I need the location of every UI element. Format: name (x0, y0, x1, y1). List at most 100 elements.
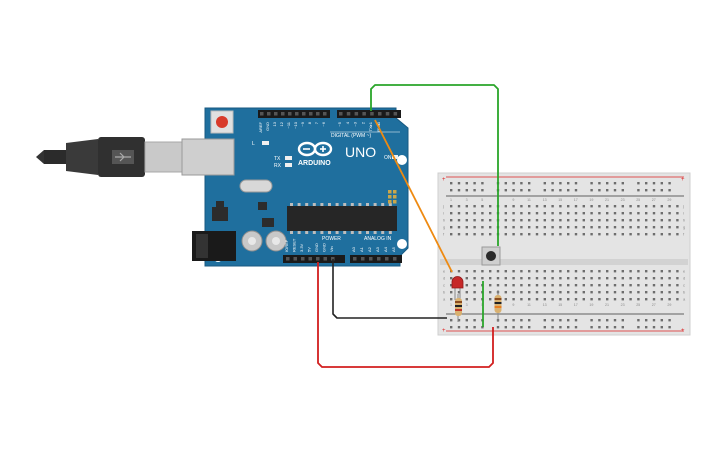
breadboard-hole[interactable] (489, 298, 492, 301)
breadboard-hole[interactable] (582, 219, 585, 222)
header-pin-hole[interactable] (309, 112, 313, 116)
breadboard-hole[interactable] (590, 319, 593, 322)
breadboard-hole[interactable] (621, 291, 624, 294)
breadboard-hole[interactable] (457, 319, 461, 322)
breadboard-hole[interactable] (520, 212, 523, 215)
header-pin-hole[interactable] (288, 112, 292, 116)
breadboard-hole[interactable] (637, 226, 640, 229)
breadboard-hole[interactable] (652, 226, 656, 229)
breadboard-hole[interactable] (520, 277, 523, 280)
breadboard-hole[interactable] (613, 270, 617, 273)
breadboard-hole[interactable] (496, 326, 500, 329)
breadboard-hole[interactable] (465, 182, 468, 185)
breadboard-hole[interactable] (520, 291, 523, 294)
wire-green-pin-to-button[interactable] (370, 84, 499, 246)
breadboard-hole[interactable] (668, 326, 671, 329)
breadboard-hole[interactable] (652, 291, 656, 294)
breadboard-hole[interactable] (652, 298, 656, 301)
breadboard-hole[interactable] (559, 205, 562, 208)
breadboard-hole[interactable] (598, 270, 601, 273)
breadboard-hole[interactable] (660, 233, 663, 236)
breadboard-hole[interactable] (645, 226, 648, 229)
breadboard-hole[interactable] (637, 182, 640, 185)
breadboard-hole[interactable] (450, 319, 453, 322)
breadboard-hole[interactable] (559, 219, 562, 222)
breadboard-hole[interactable] (574, 226, 578, 229)
breadboard-hole[interactable] (668, 277, 671, 280)
resistor-button[interactable] (494, 290, 502, 322)
breadboard-hole[interactable] (613, 284, 617, 287)
breadboard-hole[interactable] (598, 219, 601, 222)
header-pin-hole[interactable] (377, 257, 381, 261)
header-pin-hole[interactable] (295, 112, 299, 116)
header-pin-hole[interactable] (369, 257, 373, 261)
breadboard-hole[interactable] (613, 291, 617, 294)
breadboard-hole[interactable] (457, 219, 461, 222)
breadboard-hole[interactable] (567, 212, 570, 215)
breadboard-hole[interactable] (606, 189, 609, 192)
header-pin-hole[interactable] (346, 112, 351, 116)
breadboard-hole[interactable] (637, 284, 640, 287)
breadboard-hole[interactable] (567, 226, 570, 229)
breadboard-hole[interactable] (465, 233, 468, 236)
breadboard-hole[interactable] (606, 233, 609, 236)
breadboard-hole[interactable] (450, 277, 453, 280)
breadboard-hole[interactable] (520, 219, 523, 222)
breadboard-hole[interactable] (621, 277, 624, 280)
breadboard-hole[interactable] (637, 277, 640, 280)
breadboard-hole[interactable] (551, 189, 554, 192)
breadboard-hole[interactable] (528, 298, 531, 301)
breadboard-hole[interactable] (637, 270, 640, 273)
breadboard-hole[interactable] (660, 298, 663, 301)
breadboard-hole[interactable] (457, 270, 461, 273)
breadboard-hole[interactable] (504, 205, 507, 208)
breadboard-hole[interactable] (660, 270, 663, 273)
breadboard-hole[interactable] (473, 226, 476, 229)
header-pin-hole[interactable] (393, 257, 397, 261)
breadboard-hole[interactable] (668, 270, 671, 273)
breadboard-hole[interactable] (450, 212, 453, 215)
breadboard-hole[interactable] (520, 205, 523, 208)
breadboard-hole[interactable] (660, 277, 663, 280)
breadboard-hole[interactable] (504, 212, 507, 215)
breadboard-hole[interactable] (629, 298, 632, 301)
header-pin-hole[interactable] (385, 257, 389, 261)
breadboard-hole[interactable] (582, 212, 585, 215)
usb-cable[interactable] (36, 137, 183, 177)
breadboard-hole[interactable] (590, 219, 593, 222)
breadboard-hole[interactable] (660, 189, 663, 192)
breadboard-hole[interactable] (457, 212, 461, 215)
breadboard-hole[interactable] (504, 298, 507, 301)
breadboard-hole[interactable] (637, 233, 640, 236)
breadboard-hole[interactable] (652, 284, 656, 287)
breadboard-hole[interactable] (535, 233, 539, 236)
breadboard-hole[interactable] (652, 233, 656, 236)
breadboard-hole[interactable] (512, 270, 515, 273)
breadboard-hole[interactable] (598, 182, 601, 185)
breadboard-hole[interactable] (543, 182, 546, 185)
breadboard-hole[interactable] (559, 291, 562, 294)
breadboard-hole[interactable] (489, 233, 492, 236)
breadboard-hole[interactable] (660, 284, 663, 287)
breadboard-hole[interactable] (606, 298, 609, 301)
breadboard-hole[interactable] (504, 189, 507, 192)
breadboard-hole[interactable] (535, 226, 539, 229)
breadboard-hole[interactable] (590, 291, 593, 294)
header-pin-hole[interactable] (260, 112, 264, 116)
breadboard-hole[interactable] (465, 277, 468, 280)
breadboard-hole[interactable] (567, 291, 570, 294)
breadboard-hole[interactable] (574, 182, 578, 185)
breadboard-hole[interactable] (504, 182, 507, 185)
breadboard-hole[interactable] (481, 219, 484, 222)
breadboard-hole[interactable] (512, 212, 515, 215)
breadboard-hole[interactable] (465, 189, 468, 192)
breadboard-hole[interactable] (520, 189, 523, 192)
breadboard-hole[interactable] (652, 189, 656, 192)
breadboard-hole[interactable] (457, 291, 461, 294)
breadboard-hole[interactable] (473, 298, 476, 301)
breadboard-hole[interactable] (567, 270, 570, 273)
breadboard-hole[interactable] (528, 319, 531, 322)
breadboard-hole[interactable] (621, 212, 624, 215)
breadboard-hole[interactable] (450, 219, 453, 222)
breadboard-hole[interactable] (613, 233, 617, 236)
